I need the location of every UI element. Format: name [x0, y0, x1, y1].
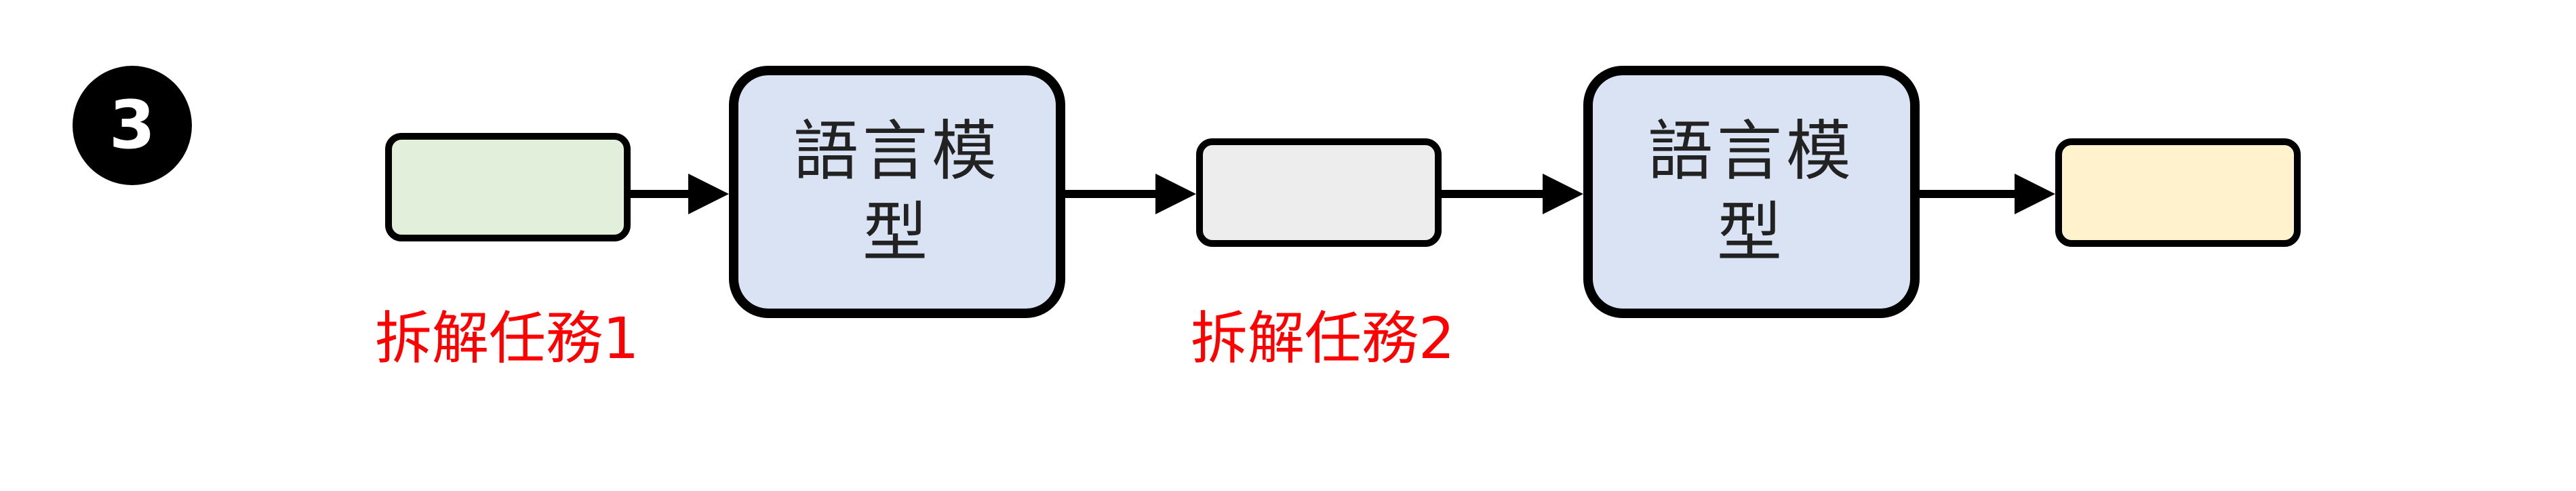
intermediate-box: [1196, 138, 1442, 247]
step-number-badge: 3: [73, 66, 192, 185]
language-model-label-1: 語言模型: [793, 113, 1001, 271]
task-2-label: 拆解任務2: [1191, 305, 1455, 372]
task-1-label: 拆解任務1: [375, 305, 639, 372]
language-model-box-2: 語言模型: [1583, 66, 1920, 318]
input-box: [385, 133, 631, 241]
language-model-label-2: 語言模型: [1648, 113, 1855, 271]
language-model-box-1: 語言模型: [729, 66, 1065, 318]
step-number: 3: [108, 87, 156, 164]
output-box: [2055, 138, 2301, 247]
